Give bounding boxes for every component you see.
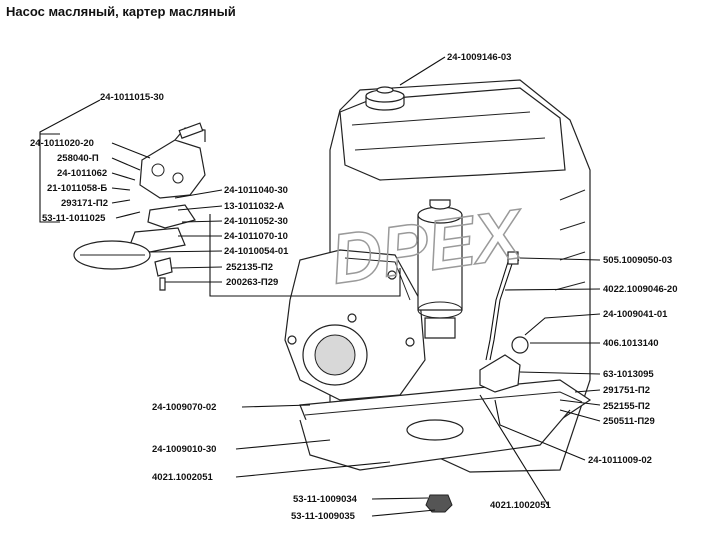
label-lockwasher: 252135-П2 (226, 262, 273, 273)
label-bolt: 200263-П29 (226, 277, 278, 288)
oil-filler-cap (365, 86, 405, 111)
label-pan-bolt-left: 4021.1002051 (152, 472, 213, 483)
oil-filter (417, 199, 463, 339)
dipstick-tube (485, 251, 520, 361)
label-bolt-2: 250511-П29 (603, 416, 655, 427)
label-bracket: 24-1009041-01 (603, 309, 668, 320)
callout-labels: 24-1011015-30 24-1011020-20 258040-П 24-… (30, 52, 678, 522)
label-dipstick-tube: 4022.1009046-20 (603, 284, 678, 295)
leader-lines (39, 56, 601, 517)
oil-pan (299, 336, 592, 471)
label-pan-bolt-right: 4021.1002051 (490, 500, 551, 511)
label-lockwasher-2: 252155-П2 (603, 401, 650, 412)
label-pin: 258040-П (57, 153, 99, 164)
label-drain-plug: 53-11-1009034 (293, 494, 358, 505)
label-sensor: 406.1013140 (603, 338, 658, 349)
label-valve: 13-1011032-А (224, 201, 284, 212)
label-gasket-pump: 53-11-1011025 (42, 213, 106, 224)
label-filler-cap: 24-1009146-03 (447, 52, 511, 63)
label-screen-2: 24-1011009-02 (588, 455, 652, 466)
label-oil-pan: 24-1009010-30 (152, 444, 216, 455)
label-pan-gasket: 24-1009070-02 (152, 402, 216, 413)
timing-cover (284, 249, 426, 401)
label-washer: 293171-П2 (61, 198, 108, 209)
label-pump-cover: 24-1011040-30 (224, 185, 288, 196)
diagram-title: Насос масляный, картер масляный (6, 4, 236, 19)
label-drain-gasket: 53-11-1009035 (291, 511, 356, 522)
label-union: 63-1013095 (603, 369, 654, 380)
drain-plug (425, 494, 453, 513)
label-shaft: 21-1011058-Б (47, 183, 107, 194)
label-spring: 24-1011052-30 (224, 216, 288, 227)
label-intake: 24-1011070-10 (224, 231, 288, 242)
oil-pump (73, 122, 206, 291)
label-pump-body: 24-1011020-20 (30, 138, 94, 149)
label-washer-2: 291751-П2 (603, 385, 650, 396)
label-pump-assembly: 24-1011015-30 (100, 92, 164, 103)
label-dipstick: 505.1009050-03 (603, 255, 672, 266)
label-screen: 24-1010054-01 (224, 246, 289, 257)
label-gear: 24-1011062 (57, 168, 107, 179)
